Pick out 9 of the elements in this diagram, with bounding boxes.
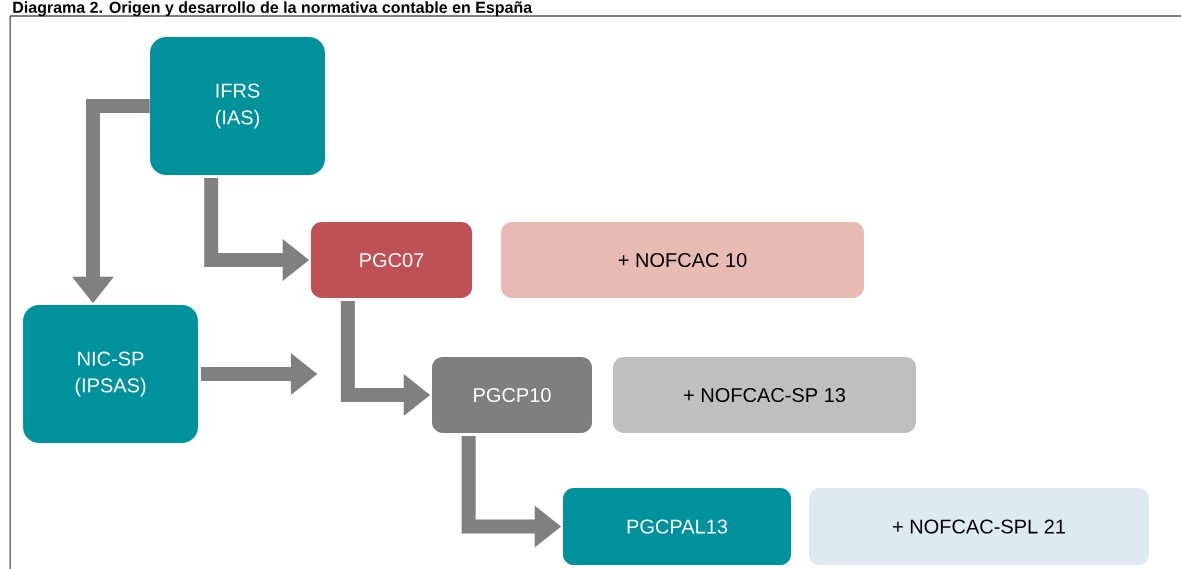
title: Diagrama 2. Origen y desarrollo de la normativa contable en España [13,1,533,17]
process-box: PGCP10 [432,357,592,433]
process-box: + NOFCAC-SP 13 [613,357,916,433]
process-box: IFRS (IAS) [150,37,325,175]
process-box: PGCPAL13 [563,488,791,566]
process-box: PGC07 [310,222,473,298]
process-box: NIC-SP (IPSAS) [23,305,198,443]
process-box: + NOFCAC 10 [501,222,864,298]
process-box: + NOFCAC-SPL 21 [809,488,1149,566]
